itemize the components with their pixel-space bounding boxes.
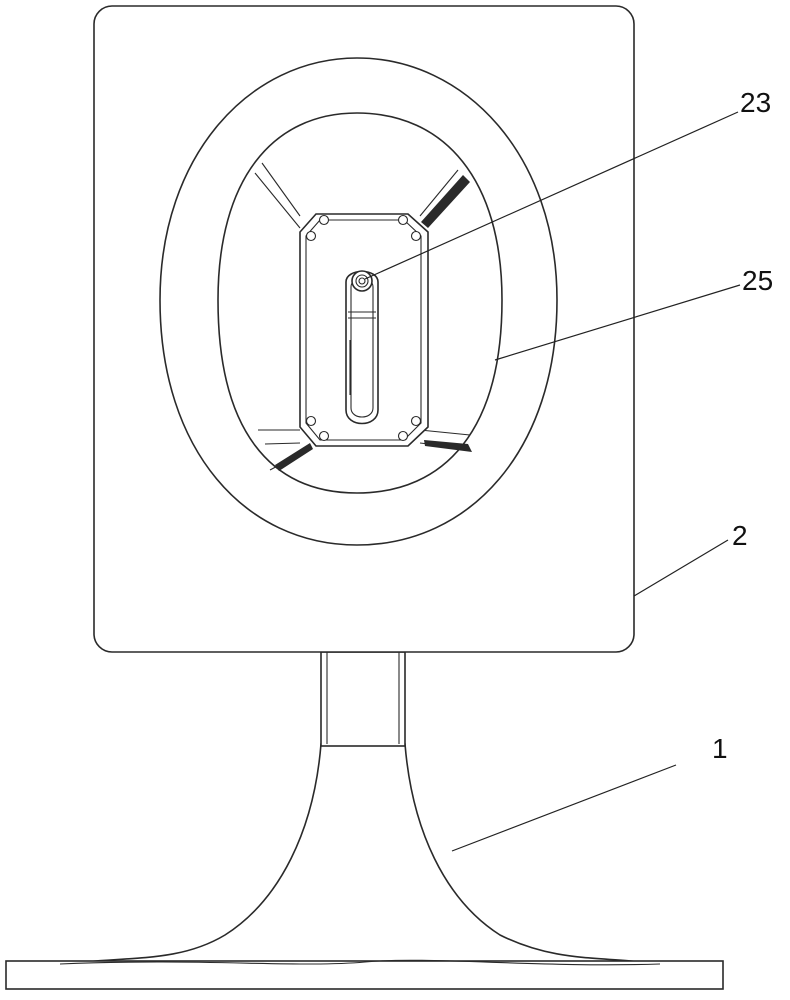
screw-icon (307, 232, 316, 241)
leader-1 (452, 765, 676, 851)
screw-icon (399, 432, 408, 441)
slot-assembly (346, 271, 378, 424)
label-25: 25 (742, 265, 773, 296)
neck-post (321, 652, 405, 746)
reference-labels: 23 25 2 1 (712, 87, 773, 764)
label-2: 2 (732, 520, 748, 551)
base-stand (6, 744, 723, 989)
label-23: 23 (740, 87, 771, 118)
screw-icon (399, 216, 408, 225)
label-1: 1 (712, 733, 728, 764)
neck-outer (321, 652, 405, 746)
screw-icon (320, 216, 329, 225)
screw-icon (412, 417, 421, 426)
screw-icon (412, 232, 421, 241)
screw-icon (307, 417, 316, 426)
base-flare (60, 744, 660, 965)
leader-2 (634, 540, 728, 596)
screw-icon (320, 432, 329, 441)
center-pin (352, 271, 372, 291)
